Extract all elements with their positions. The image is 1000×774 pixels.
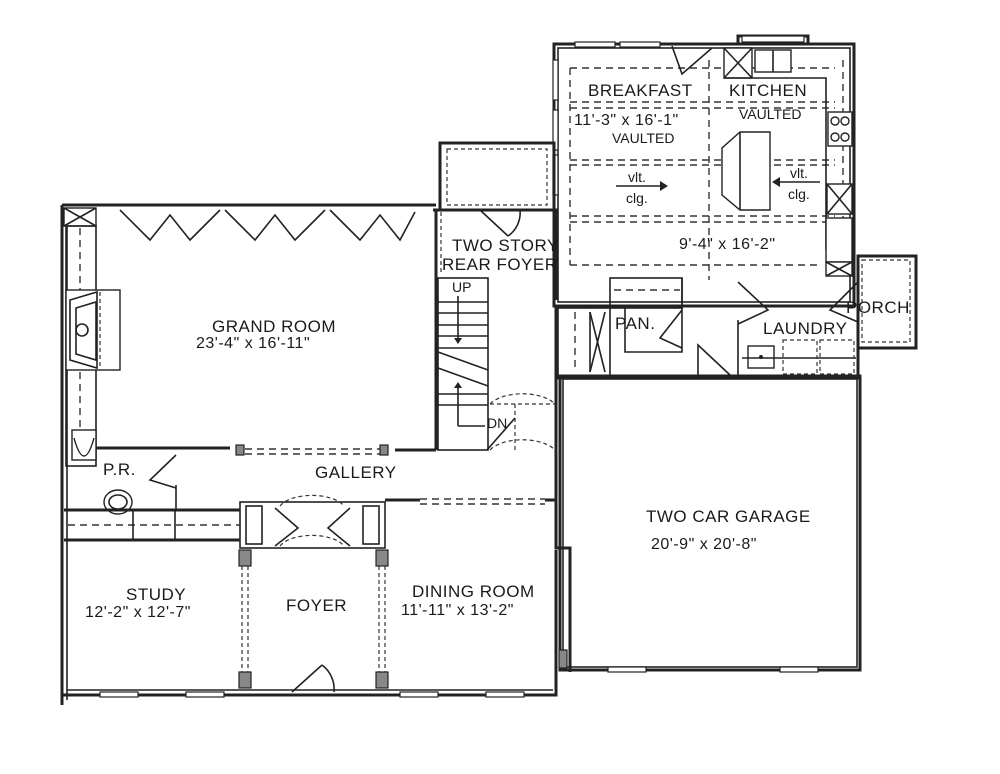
room-label-laundry: LAUNDRY [763, 319, 847, 338]
washer-icon [782, 339, 818, 375]
dryer-icon [819, 339, 855, 375]
room-label-pantry: PAN. [615, 314, 655, 333]
room-label-kitchen: KITCHEN [729, 81, 807, 100]
ceiling-label-right: clg. [788, 186, 810, 202]
kitchen-breakfast-block [552, 34, 856, 308]
room-label-breakfast: BREAKFAST [588, 81, 693, 100]
room-label-porch: PORCH [846, 298, 910, 317]
grand-room-block [60, 203, 436, 705]
gallery-block [64, 429, 556, 549]
room-dims-breakfast: 11'-3" x 16'-1" [574, 112, 679, 129]
room-label-foyer: FOYER [286, 596, 347, 615]
ceiling-label-left: clg. [626, 190, 648, 206]
vault-label-left: vlt. [628, 169, 646, 185]
garage-block [554, 306, 862, 673]
vault-label-right: vlt. [790, 165, 808, 181]
room-dims-grand-room: 23'-4" x 16'-11" [196, 335, 310, 352]
room-label-dining-room: DINING ROOM [412, 582, 535, 601]
room-dims-garage: 20'-9" x 20'-8" [651, 536, 757, 553]
rear-foyer-block [433, 208, 558, 451]
range-icon [827, 111, 853, 147]
kitchen-island [721, 131, 771, 211]
front-block [62, 549, 558, 698]
stair-arrow-down-icon [454, 338, 462, 344]
staircase [437, 277, 489, 451]
room-label-study: STUDY [126, 585, 186, 604]
lavatory-icon [103, 489, 133, 515]
arrow-left-icon [772, 177, 780, 187]
room-label-powder-room: P.R. [103, 460, 136, 479]
service-block [554, 254, 918, 380]
room-label-rear-foyer-2: REAR FOYER [442, 255, 558, 274]
arrow-right-icon [660, 181, 668, 191]
room-label-rear-foyer-1: TWO STORY [452, 236, 559, 255]
stair-arrow-up-icon [454, 382, 462, 388]
room-label-gallery: GALLERY [315, 463, 397, 482]
room-dims-kitchen: 9'-4" x 16'-2" [679, 236, 776, 253]
room-label-garage: TWO CAR GARAGE [646, 507, 811, 526]
rear-deck [438, 141, 556, 212]
room-dims-study: 12'-2" x 12'-7" [85, 604, 191, 621]
room-label-grand-room: GRAND ROOM [212, 317, 336, 336]
fireplace-icon [65, 289, 121, 371]
stair-down-label: DN [487, 415, 507, 431]
room-note-kitchen: VAULTED [739, 106, 802, 122]
room-dims-dining-room: 11'-11" x 13'-2" [401, 602, 514, 619]
room-note-breakfast: VAULTED [612, 130, 675, 146]
stair-up-label: UP [452, 279, 471, 295]
